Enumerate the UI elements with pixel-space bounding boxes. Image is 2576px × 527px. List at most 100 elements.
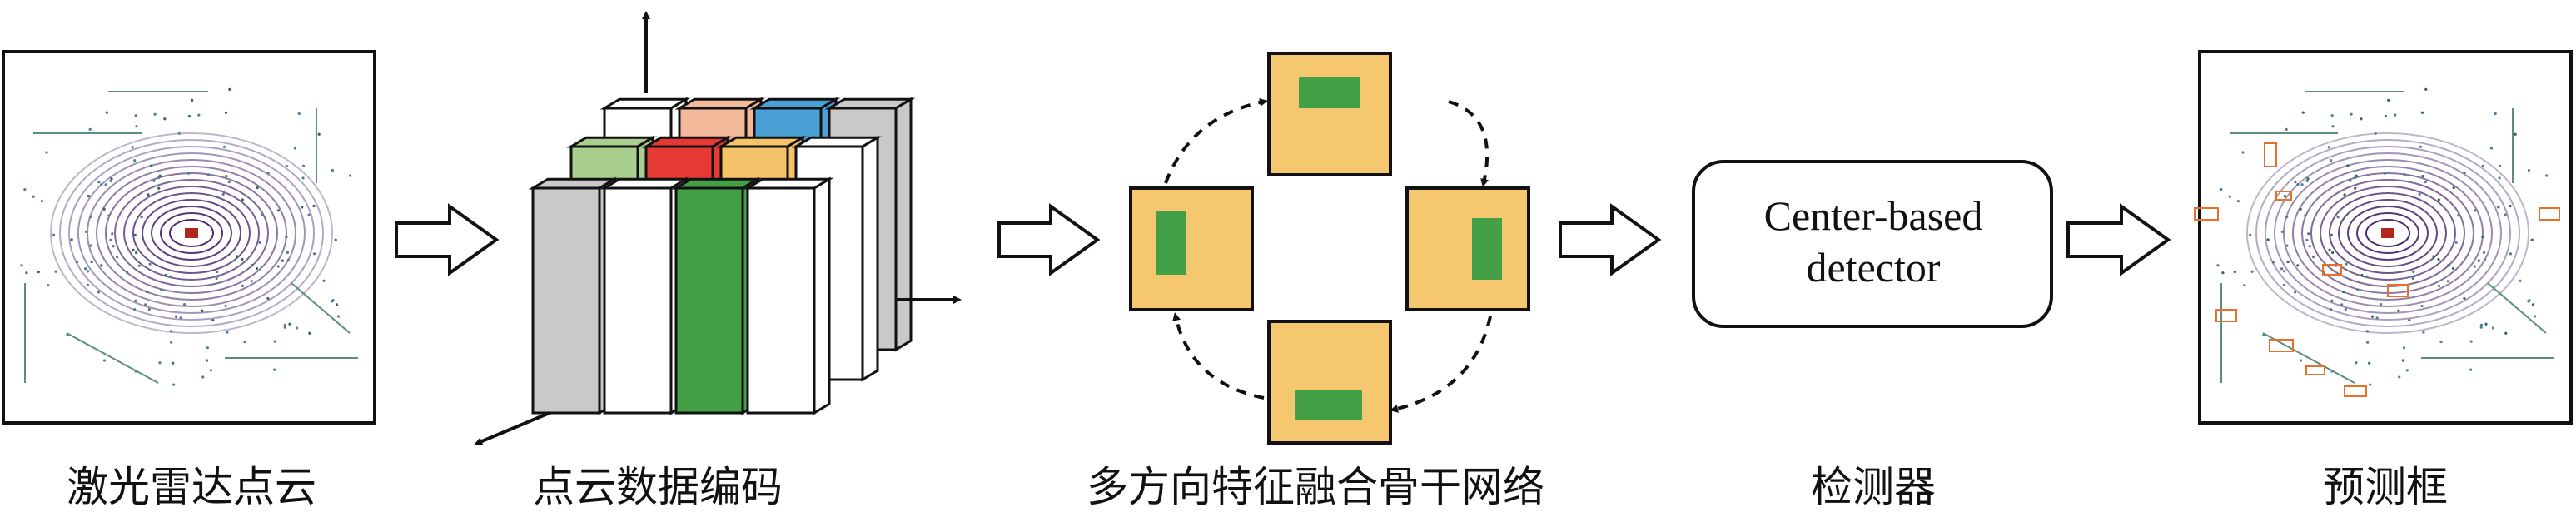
scan-point [186,172,191,175]
scan-point [288,322,291,326]
scan-point [179,316,182,320]
scan-point [2481,235,2484,239]
scan-point [191,98,194,102]
scan-point [206,173,210,176]
scan-point [301,164,306,167]
point-cloud-rings [20,87,358,386]
flow-arrow [1559,203,1662,276]
scan-point [2498,164,2502,167]
scan-point [2424,87,2428,91]
multi-direction-rotation-icon [1129,52,1530,445]
scan-point [163,117,167,121]
scan-point [295,326,299,330]
scan-point [146,290,149,294]
scan-point [169,275,172,278]
scan-point [293,147,297,150]
scan-point [211,318,215,322]
scan-point [170,341,173,344]
scan-point [273,368,276,371]
scan-point [150,164,153,167]
scan-point [2354,186,2357,190]
scan-point [2504,213,2507,216]
scan-point [2519,279,2522,282]
scan-point [2383,172,2387,175]
scan-point [2271,261,2275,264]
caption-lidar: 激光雷达点云 [67,463,316,511]
scan-point [312,252,316,256]
scan-point [2509,204,2512,208]
scan-point [2296,183,2300,186]
detector-label: Center-based detector [1698,190,2048,293]
ego-vehicle [185,228,198,238]
scan-point [2343,193,2346,196]
predicted-box [2344,385,2367,397]
scan-point [2330,159,2333,162]
scan-point [2305,238,2309,241]
scan-point [2479,326,2483,329]
scan-point [160,288,163,291]
scan-point [197,113,201,117]
scan-point [251,264,254,267]
scan-point [283,326,286,329]
scan-point [148,262,152,266]
scan-point [236,255,239,258]
scan-point [2375,316,2379,320]
scan-point [2360,117,2363,121]
scan-point [2401,359,2405,362]
scan-ring [2255,139,2520,327]
scan-point [2405,369,2409,372]
scan-point [2285,244,2289,247]
scan-point [2330,233,2333,236]
scan-ring [2283,159,2493,307]
scan-structure [291,282,351,334]
scan-point [137,264,141,267]
scan-point [2514,132,2517,136]
pillar-front [531,186,601,415]
scan-point [2305,179,2309,182]
scan-point [2432,255,2435,258]
scan-point [2457,213,2460,216]
scan-point [2283,195,2286,198]
scan-ring [2347,206,2429,261]
scan-point [174,315,178,318]
scan-point [2420,111,2424,114]
scan-point [89,244,92,247]
scan-point [2285,127,2288,131]
scan-point [2394,113,2397,117]
scan-point [276,265,280,268]
scan-point [89,215,92,219]
feature-square-left [1129,186,1254,311]
caption-detector: 检测器 [1811,463,1936,511]
flow-arrow [2066,203,2171,276]
scan-point [102,207,106,211]
scan-point [209,369,212,372]
scan-point [2374,132,2377,135]
scan-point [47,284,50,287]
scan-point [317,132,321,136]
scan-point [2419,145,2423,148]
pillar-side [861,135,879,382]
predicted-box [2269,339,2294,352]
scan-point [2228,195,2231,198]
scan-point [164,273,167,277]
scan-point [2365,275,2369,278]
scan-point [25,271,28,275]
scan-point [2489,147,2494,150]
scan-point [266,296,270,301]
scan-point [2483,258,2487,261]
scan-point [2250,270,2254,273]
scan-point [308,331,311,335]
scan-point [2413,274,2416,278]
scan-point [2452,186,2455,190]
scan-point [2345,262,2348,266]
scan-point [224,111,228,114]
scan-point [225,175,228,178]
scan-point [86,283,90,286]
scan-point [221,192,225,196]
scan-point [2340,303,2344,306]
scan-point [169,330,172,333]
scan-point [2299,207,2302,211]
scan-ring [2320,186,2456,281]
scan-point [158,361,162,365]
pillar-front [603,186,673,415]
